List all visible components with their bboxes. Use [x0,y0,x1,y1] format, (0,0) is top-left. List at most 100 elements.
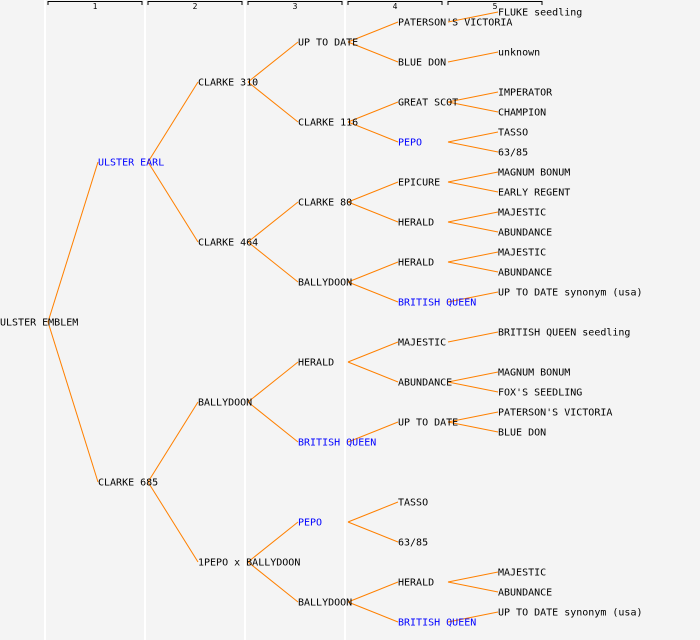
pedigree-edge [447,381,499,393]
variety-node[interactable]: BRITISH QUEEN [398,618,476,629]
variety-node[interactable]: EARLY REGENT [498,188,570,199]
root-variety[interactable]: ULSTER EMBLEM [0,318,78,329]
pedigree-edge [147,401,199,483]
pedigree-edge [447,51,499,63]
variety-node[interactable]: unknown [498,48,540,59]
variety-node[interactable]: 63/85 [498,148,528,159]
pedigree-edge [447,371,499,383]
variety-node[interactable]: EPICURE [398,178,440,189]
pedigree-edge [247,201,299,243]
variety-node[interactable]: FOX'S SEEDLING [498,388,582,399]
pedigree-edge [447,261,499,273]
pedigree-edge [347,521,399,543]
variety-node[interactable]: PEPO [298,518,322,529]
variety-node[interactable]: ULSTER EARL [98,158,164,169]
pedigree-edge [347,261,399,283]
pedigree-edge [447,171,499,183]
pedigree-edge [447,101,499,113]
generation-number: 3 [293,2,298,11]
variety-node[interactable]: MAJESTIC [398,338,446,349]
variety-node[interactable]: UP TO DATE [298,38,358,49]
pedigree-edge [247,401,299,443]
pedigree-edge [447,421,499,433]
pedigree-edge [447,611,499,623]
variety-node[interactable]: TASSO [498,128,528,139]
variety-node[interactable]: BALLYDOON [298,278,352,289]
pedigree-edge [347,361,399,383]
generation-number: 4 [393,2,398,11]
pedigree-edge [347,601,399,623]
variety-node[interactable]: BALLYDOON [198,398,252,409]
variety-node[interactable]: BLUE DON [398,58,446,69]
pedigree-edge [447,141,499,153]
variety-node[interactable]: HERALD [298,358,334,369]
pedigree-edge [147,481,199,563]
pedigree-edge [347,501,399,523]
variety-node[interactable]: CLARKE 685 [98,478,158,489]
pedigree-edge [247,81,299,123]
pedigree-edge [347,281,399,303]
variety-node[interactable]: 63/85 [398,538,428,549]
variety-node[interactable]: BRITISH QUEEN [298,438,376,449]
generation-number: 1 [93,2,98,11]
pedigree-edge [247,41,299,83]
variety-node[interactable]: MAJESTIC [498,248,546,259]
generation-number: 2 [193,2,198,11]
variety-node[interactable]: BALLYDOON [298,598,352,609]
variety-node[interactable]: ABUNDANCE [498,268,552,279]
variety-node[interactable]: BRITISH QUEEN seedling [498,328,630,339]
variety-node[interactable]: ABUNDANCE [498,228,552,239]
variety-node[interactable]: BRITISH QUEEN [398,298,476,309]
variety-node[interactable]: CLARKE 310 [198,78,258,89]
pedigree-edge [447,221,499,233]
variety-node[interactable]: FLUKE seedling [498,8,582,19]
variety-node[interactable]: GREAT SCOT [398,98,458,109]
generation-bracket [447,1,543,5]
pedigree-edge [147,161,199,243]
variety-node[interactable]: MAJESTIC [498,208,546,219]
variety-node[interactable]: CLARKE 116 [298,118,358,129]
pedigree-edge [347,341,399,363]
pedigree-edge [47,161,99,323]
pedigree-edge [347,101,399,123]
variety-node[interactable]: HERALD [398,258,434,269]
pedigree-edge [247,361,299,403]
variety-node[interactable]: UP TO DATE synonym (usa) [498,608,643,619]
pedigree-edge [247,561,299,603]
variety-node[interactable]: MAGNUM BONUM [498,168,570,179]
variety-node[interactable]: TASSO [398,498,428,509]
variety-node[interactable]: HERALD [398,578,434,589]
variety-node[interactable]: PATERSON'S VICTORIA [398,18,512,29]
variety-node[interactable]: ABUNDANCE [398,378,452,389]
variety-node[interactable]: BLUE DON [498,428,546,439]
pedigree-edge [47,321,99,483]
pedigree-edge [447,91,499,103]
variety-node[interactable]: MAJESTIC [498,568,546,579]
variety-node[interactable]: PATERSON'S VICTORIA [498,408,612,419]
pedigree-edge [447,291,499,303]
variety-node[interactable]: ABUNDANCE [498,588,552,599]
pedigree-edge [347,21,399,43]
variety-node[interactable]: CLARKE 464 [198,238,258,249]
pedigree-edge [147,81,199,163]
variety-node[interactable]: HERALD [398,218,434,229]
pedigree-edge [447,251,499,263]
variety-node[interactable]: CHAMPION [498,108,546,119]
variety-node[interactable]: UP TO DATE synonym (usa) [498,288,643,299]
pedigree-edge [447,571,499,583]
generation-bracket [347,1,443,5]
variety-node[interactable]: MAGNUM BONUM [498,368,570,379]
variety-node[interactable]: PEPO [398,138,422,149]
variety-node[interactable]: IMPERATOR [498,88,553,99]
pedigree-edge [447,331,499,343]
variety-node[interactable]: CLARKE 80 [298,198,352,209]
variety-node[interactable]: UP TO DATE [398,418,458,429]
pedigree-edge [247,241,299,283]
pedigree-edge [247,521,299,563]
variety-node[interactable]: 1PEPO x BALLYDOON [198,558,300,569]
pedigree-edge [447,211,499,223]
generation-bracket [247,1,343,5]
pedigree-edge [347,121,399,143]
